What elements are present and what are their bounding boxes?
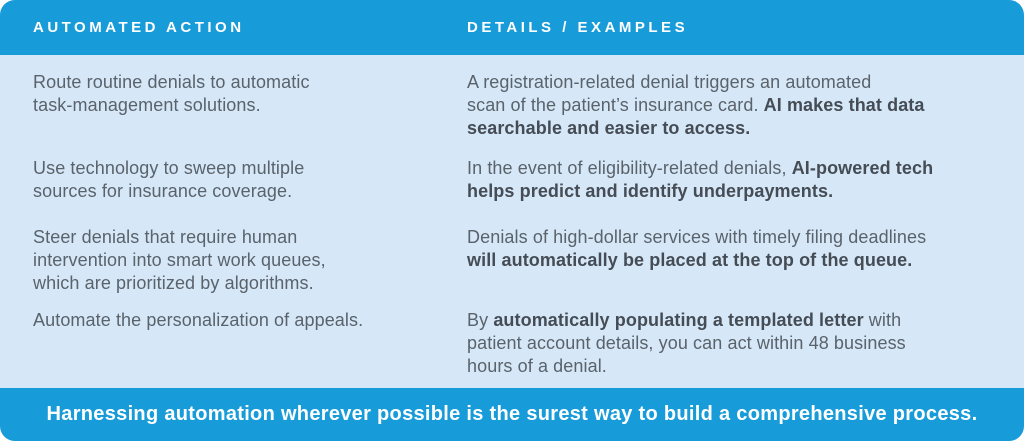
table-row: Automate the personalization of appeals.… <box>33 309 994 378</box>
details-cell: Denials of high-dollar services with tim… <box>467 227 927 270</box>
action-cell: Automate the personalization of appeals. <box>33 310 364 330</box>
details-cell: A registration-related denial triggers a… <box>467 72 925 138</box>
column-header-automated-action: AUTOMATED ACTION <box>33 19 245 36</box>
column-header-details-examples: DETAILS / EXAMPLES <box>467 19 689 36</box>
footer-text: Harnessing automation wherever possible … <box>46 403 978 425</box>
details-cell: In the event of eligibility-related deni… <box>467 158 934 201</box>
footer-banner: Harnessing automation wherever possible … <box>0 388 1024 441</box>
table-header: AUTOMATED ACTION DETAILS / EXAMPLES <box>0 0 1024 55</box>
details-cell: By automatically populating a templated … <box>467 310 906 376</box>
